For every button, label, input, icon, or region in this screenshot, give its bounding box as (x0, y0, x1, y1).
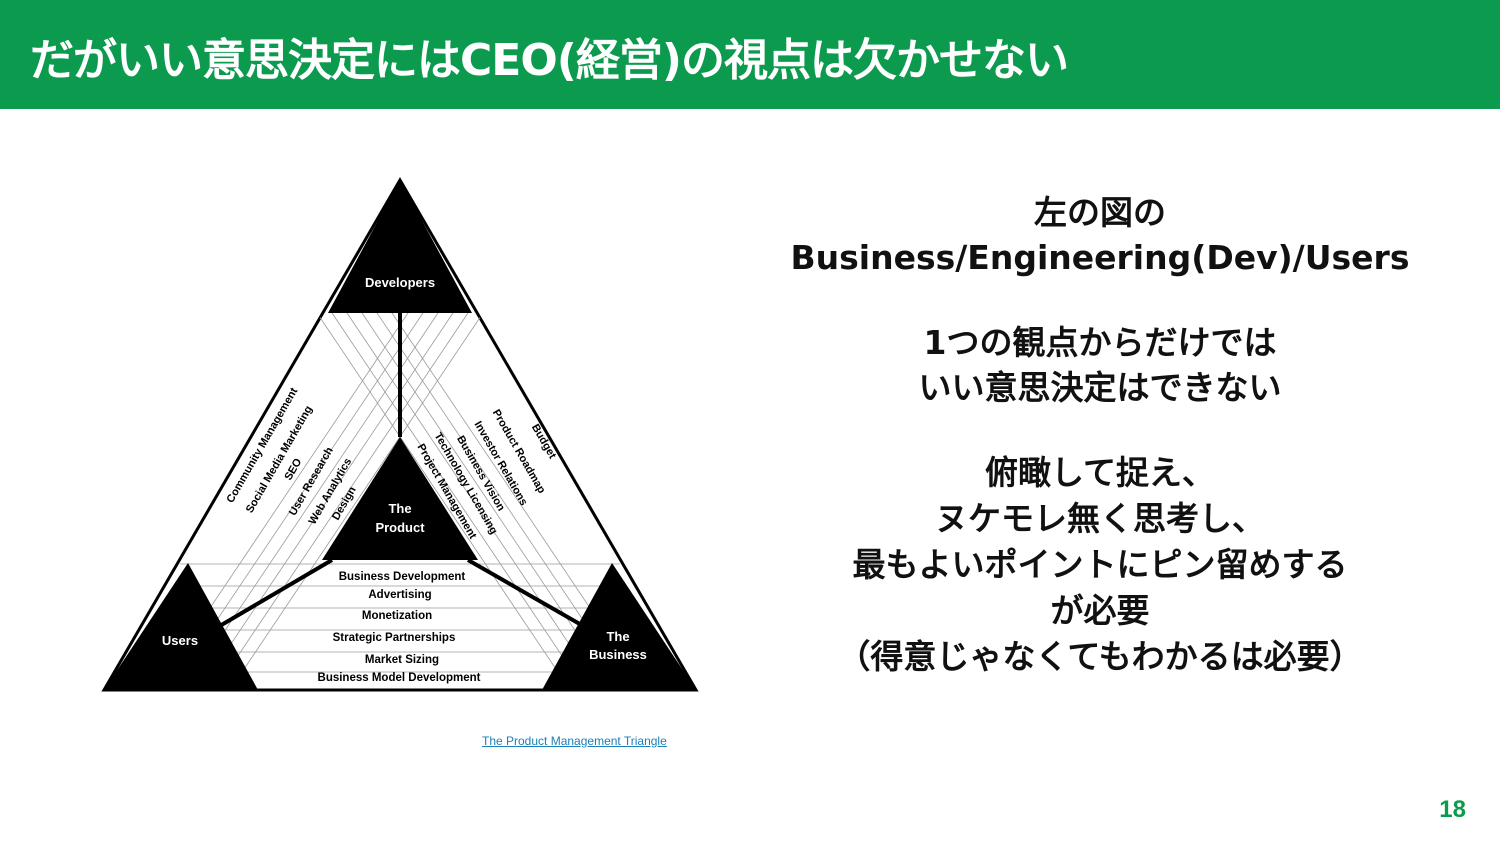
bottom-item-label: Business Model Development (318, 672, 481, 684)
message-line: いい意思決定はできない (918, 368, 1282, 407)
message-line: 最もよいポイントにピン留めする (852, 545, 1348, 584)
product-triangle (322, 437, 478, 560)
source-link[interactable]: The Product Management Triangle (482, 734, 667, 748)
product-label-line1: The (388, 501, 411, 516)
page-title: だがいい意思決定にはCEO(経営)の視点は欠かせない (30, 35, 1069, 86)
business-label-line1: The (606, 629, 629, 644)
bottom-item-label: Market Sizing (365, 654, 439, 666)
message-line: Business/Engineering(Dev)/Users (790, 238, 1410, 277)
message-line: 1つの観点からだけでは (923, 323, 1277, 362)
users-label: Users (162, 633, 198, 648)
page-number: 18 (1439, 796, 1466, 823)
users-triangle (104, 563, 258, 690)
message-line: 左の図の (1034, 193, 1166, 232)
message-line: （得意じゃなくてもわかるは必要） (837, 637, 1363, 676)
message-line: ヌケモレ無く思考し、 (935, 499, 1265, 538)
bottom-item-label: Advertising (368, 589, 431, 601)
business-triangle (542, 563, 696, 690)
developers-triangle (328, 180, 472, 313)
bottom-item-label: Strategic Partnerships (333, 632, 456, 644)
product-label-line2: Product (375, 520, 425, 535)
header-bar: だがいい意思決定にはCEO(経営)の視点は欠かせない (0, 0, 1500, 109)
business-label-line2: Business (589, 647, 647, 662)
bottom-item-label: Monetization (362, 610, 432, 622)
bottom-item-label: Business Development (339, 571, 466, 583)
divider-lines (216, 313, 586, 629)
message-line: が必要 (1050, 591, 1150, 630)
product-management-triangle-diagram: Developers Users The Business The Produc… (101, 177, 699, 692)
message-line: 俯瞰して捉え、 (984, 453, 1215, 492)
main-message: 左の図の Business/Engineering(Dev)/Users 1つの… (780, 190, 1420, 680)
developers-label: Developers (365, 275, 435, 290)
